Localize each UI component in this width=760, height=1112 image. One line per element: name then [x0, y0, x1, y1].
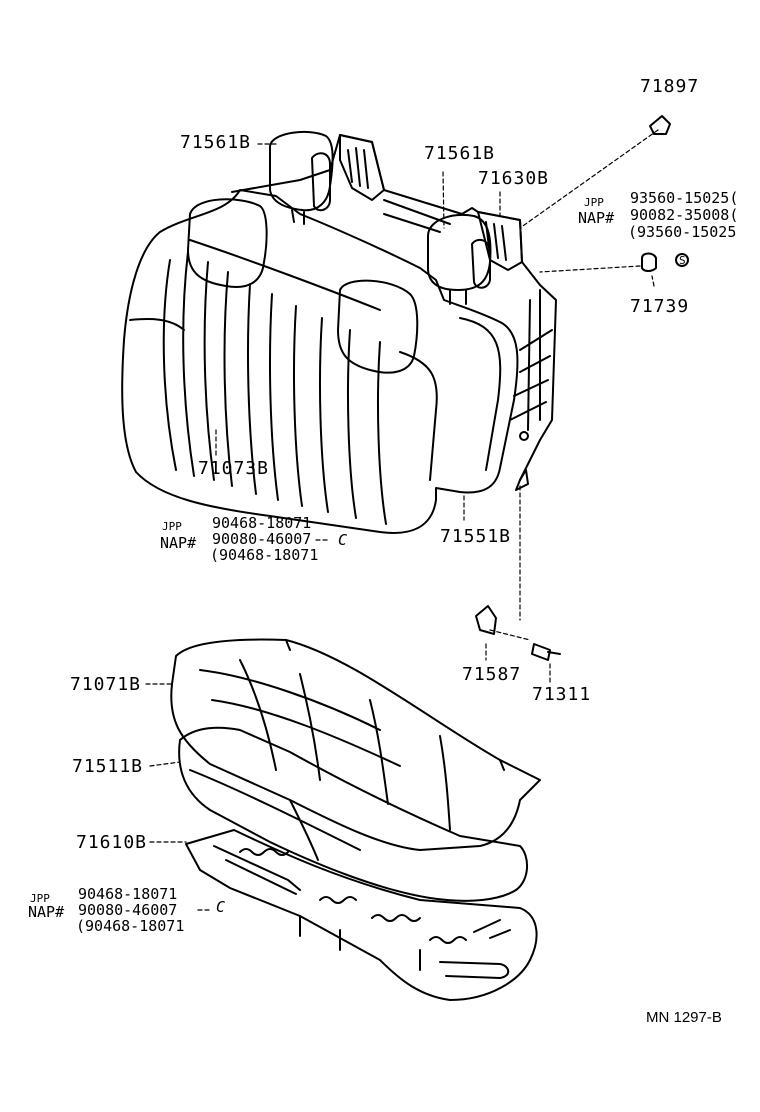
note-mid-jpp: JPP: [162, 520, 182, 533]
seatback-cushion: [121, 189, 519, 534]
drawing-reference: MN 1297-B: [646, 1009, 722, 1026]
note-right-line1: 93560-15025(: [630, 189, 739, 207]
note-bottom-line2: 90080-46007: [78, 901, 178, 919]
callout-71551b: 71551B: [440, 526, 512, 547]
note-right-line2: 90082-35008(: [630, 206, 739, 224]
note-right-nap: NAP#: [578, 209, 615, 227]
note-mid-line3: (90468-18071: [210, 546, 319, 564]
callout-71897: 71897: [640, 76, 700, 97]
headrest-left-front: [187, 198, 268, 288]
headrest-left-rear: [269, 130, 334, 225]
callout-71511b: 71511B: [72, 756, 144, 777]
note-bottom-jpp: JPP: [30, 892, 50, 905]
note-bottom-line3: (90468-18071: [76, 917, 185, 935]
note-right-line3: (93560-15025: [628, 223, 737, 241]
note-bottom-nap: NAP#: [28, 903, 65, 921]
callout-71561b-left: 71561B: [180, 132, 252, 153]
note-mid-symbol: C: [338, 531, 348, 549]
note-mid-nap: NAP#: [160, 534, 197, 552]
note-right-jpp: JPP: [584, 196, 604, 209]
callout-71587: 71587: [462, 664, 522, 685]
seat-frame: [185, 829, 538, 1001]
callout-71610b: 71610B: [76, 832, 148, 853]
callout-71630b: 71630B: [478, 168, 550, 189]
callout-71073b: 71073B: [198, 458, 270, 479]
note-bottom-symbol: C: [216, 898, 226, 916]
callout-71739: 71739: [630, 296, 690, 317]
callout-71071b: 71071B: [70, 674, 142, 695]
seatback-frame: [231, 134, 557, 491]
callout-71561b-right: 71561B: [424, 143, 496, 164]
note-mid-line1: 90468-18071: [212, 514, 312, 532]
headrest-right-rear: [427, 214, 492, 305]
headrest-right-front: [337, 279, 419, 374]
leader-lines-upper: [215, 129, 659, 641]
leader-lines-lower: [145, 643, 551, 911]
note-mid-line2: 90080-46007: [212, 530, 312, 548]
seat-cushion: [170, 638, 541, 851]
seat-pad: [178, 726, 528, 902]
callout-71311: 71311: [532, 684, 592, 705]
note-bottom-line1: 90468-18071: [78, 885, 178, 903]
hardware-parts: [475, 115, 689, 661]
note-right-symbol: S: [679, 254, 686, 267]
